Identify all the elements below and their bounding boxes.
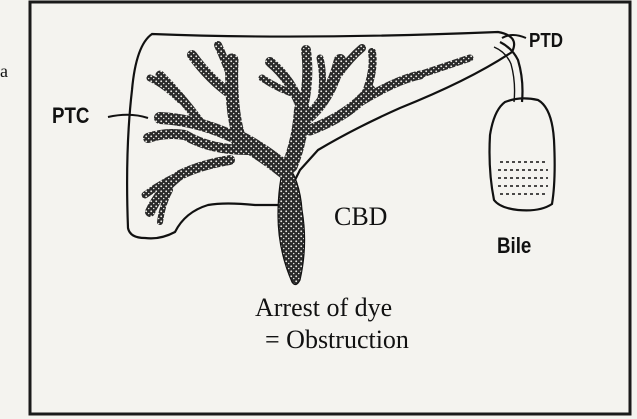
label-ptc: PTC	[52, 105, 89, 127]
caption-line-2: = Obstruction	[265, 327, 409, 353]
left-ductal-tree	[145, 45, 285, 222]
label-bile: Bile	[497, 235, 531, 257]
label-ptd: PTD	[529, 31, 563, 51]
caption-line-1: Arrest of dye	[255, 295, 392, 321]
label-cbd: CBD	[334, 204, 387, 230]
ptd-catheter	[500, 42, 523, 102]
common-bile-duct	[278, 160, 305, 285]
side-mark: a	[0, 62, 8, 80]
ptd-catheter-inner	[494, 47, 515, 102]
bile-fluid	[498, 162, 548, 194]
right-ductal-tree	[262, 48, 470, 165]
ptc-needle-pointer	[108, 115, 148, 118]
ptd-pointer	[502, 35, 526, 38]
